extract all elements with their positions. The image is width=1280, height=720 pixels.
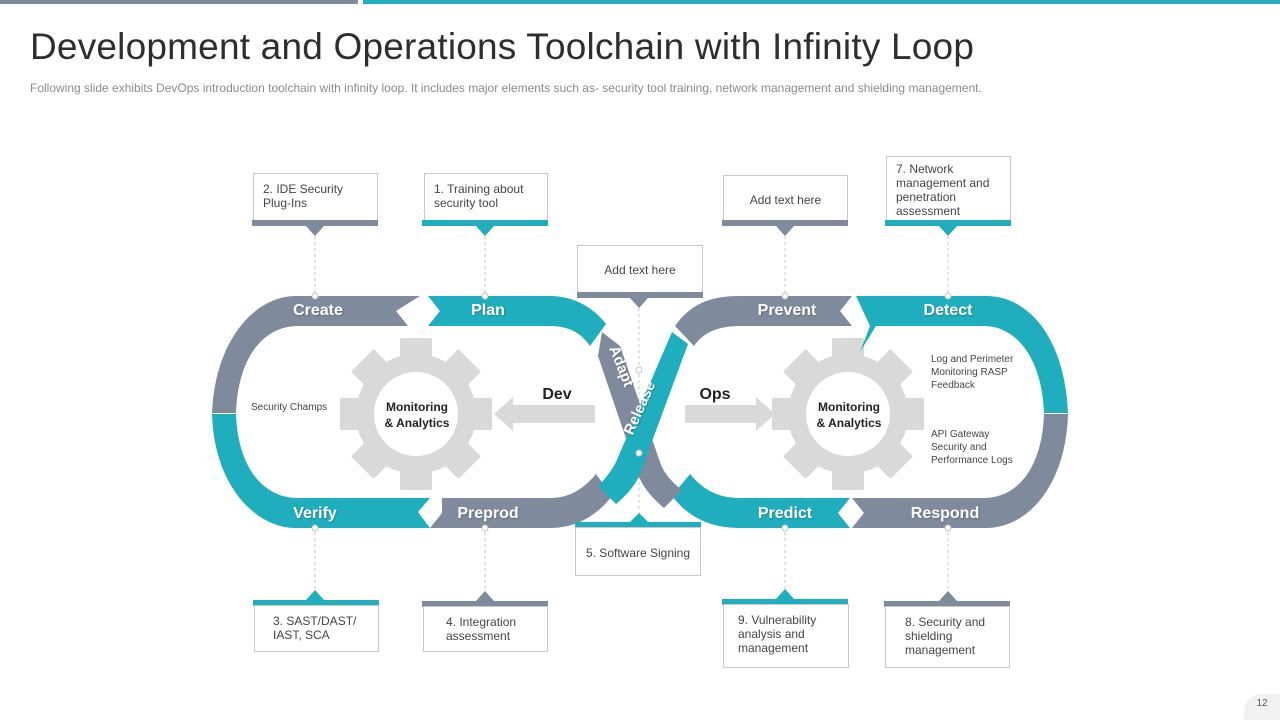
gear-right-line2: & Analytics <box>817 416 882 430</box>
callout-shielding-bar <box>884 601 1010 607</box>
callout-vulnerability-line-2: analysis and <box>738 627 805 641</box>
callout-vulnerability: 9. Vulnerability analysis and management <box>723 604 849 668</box>
gear-right-line1: Monitoring <box>818 400 880 414</box>
preprod-segment <box>430 474 612 528</box>
callout-shielding-line-2: shielding <box>905 629 953 643</box>
callout-network: 7. Network management and penetration as… <box>886 156 1011 222</box>
callout-integration: 4. Integration assessment <box>423 606 548 652</box>
log-perimeter-text: Log and Perimeter Monitoring RASP Feedba… <box>931 353 1013 392</box>
top-accent-bar-teal <box>363 0 1280 4</box>
callout-shielding-line-1: 8. Security and <box>905 615 986 629</box>
api-gateway-line-3: Performance Logs <box>931 455 1013 466</box>
prevent-label: Prevent <box>758 302 817 319</box>
callout-training-line-1: 1. Training about <box>434 182 524 196</box>
detect-segment <box>856 296 1068 413</box>
gear-left-line1: Monitoring <box>386 400 448 414</box>
callout-signing-line: 5. Software Signing <box>585 546 691 560</box>
gear-left-line2: & Analytics <box>385 416 450 430</box>
callout-ide-security: 2. IDE Security Plug-Ins <box>253 173 378 222</box>
callout-vulnerability-line-3: management <box>738 641 809 655</box>
callout-ide-line-2: Plug-Ins <box>263 196 308 210</box>
respond-label: Respond <box>911 505 979 522</box>
callout-add-text-right-bar <box>722 220 848 226</box>
callout-network-line-4: assessment <box>896 204 961 218</box>
callout-network-line-1: 7. Network <box>896 162 954 176</box>
release-segment <box>598 332 688 504</box>
callout-training: 1. Training about security tool <box>424 173 548 222</box>
callout-training-bar <box>422 220 548 226</box>
api-gateway-text: API Gateway Security and Performance Log… <box>931 428 1013 467</box>
predict-segment <box>672 474 850 528</box>
callout-sast-bar <box>253 600 379 606</box>
callout-training-line-2: security tool <box>434 196 499 210</box>
log-perimeter-line-3: Feedback <box>931 380 975 391</box>
predict-label: Predict <box>758 505 813 522</box>
callout-ide-line-1: 2. IDE Security <box>263 182 344 196</box>
callout-sast-line-1: 3. SAST/DAST/ <box>273 614 357 628</box>
verify-label: Verify <box>293 505 337 522</box>
page-number: 12 <box>1244 694 1280 720</box>
detect-label: Detect <box>924 302 974 319</box>
dev-arrow-icon <box>494 397 595 431</box>
security-champs-text: Security Champs <box>251 402 328 413</box>
slide-subtitle: Following slide exhibits DevOps introduc… <box>30 81 982 95</box>
callout-add-text-center: Add text here <box>577 245 703 293</box>
dev-label: Dev <box>542 386 571 403</box>
gear-right-icon <box>772 338 924 490</box>
ops-arrow-icon <box>685 397 775 431</box>
ops-label: Ops <box>699 386 730 403</box>
callout-add-text-right-line: Add text here <box>749 193 822 207</box>
create-label: Create <box>293 302 343 319</box>
callout-signing-bar <box>575 522 701 528</box>
api-gateway-line-2: Security and <box>931 442 987 453</box>
callout-vulnerability-bar <box>722 599 848 605</box>
callout-integration-line-2: assessment <box>446 629 511 643</box>
callout-network-bar <box>885 220 1011 226</box>
plan-label: Plan <box>471 302 505 319</box>
callout-shielding: 8. Security and shielding management <box>885 606 1010 668</box>
gear-left-icon <box>340 338 492 490</box>
callout-vulnerability-line-1: 9. Vulnerability <box>738 613 817 627</box>
callout-network-line-2: management and <box>896 176 990 190</box>
callout-integration-line-1: 4. Integration <box>446 615 517 629</box>
plan-segment <box>428 296 606 346</box>
callout-software-signing: 5. Software Signing <box>575 527 701 576</box>
callout-integration-bar <box>422 601 548 607</box>
prevent-segment <box>675 296 852 346</box>
callout-sast-line-2: IAST, SCA <box>273 628 330 642</box>
callout-add-text-center-bar <box>577 292 703 298</box>
slide-title: Development and Operations Toolchain wit… <box>30 26 975 67</box>
callout-add-text-center-line: Add text here <box>604 263 676 277</box>
callout-add-text-right: Add text here <box>723 175 848 222</box>
top-accent-bar-gray <box>0 0 358 4</box>
callout-pointers <box>306 226 957 601</box>
verify-segment <box>212 414 430 528</box>
log-perimeter-line-2: Monitoring RASP <box>931 367 1008 378</box>
callout-shielding-line-3: management <box>905 643 976 657</box>
create-segment <box>212 296 420 413</box>
callout-ide-bar <box>252 220 378 226</box>
callout-network-line-3: penetration <box>896 190 957 204</box>
api-gateway-line-1: API Gateway <box>931 429 990 440</box>
respond-segment <box>852 414 1068 528</box>
preprod-label: Preprod <box>457 505 518 522</box>
callout-sast: 3. SAST/DAST/ IAST, SCA <box>254 605 379 652</box>
log-perimeter-line-1: Log and Perimeter <box>931 354 1014 365</box>
connector-dots <box>311 292 952 532</box>
